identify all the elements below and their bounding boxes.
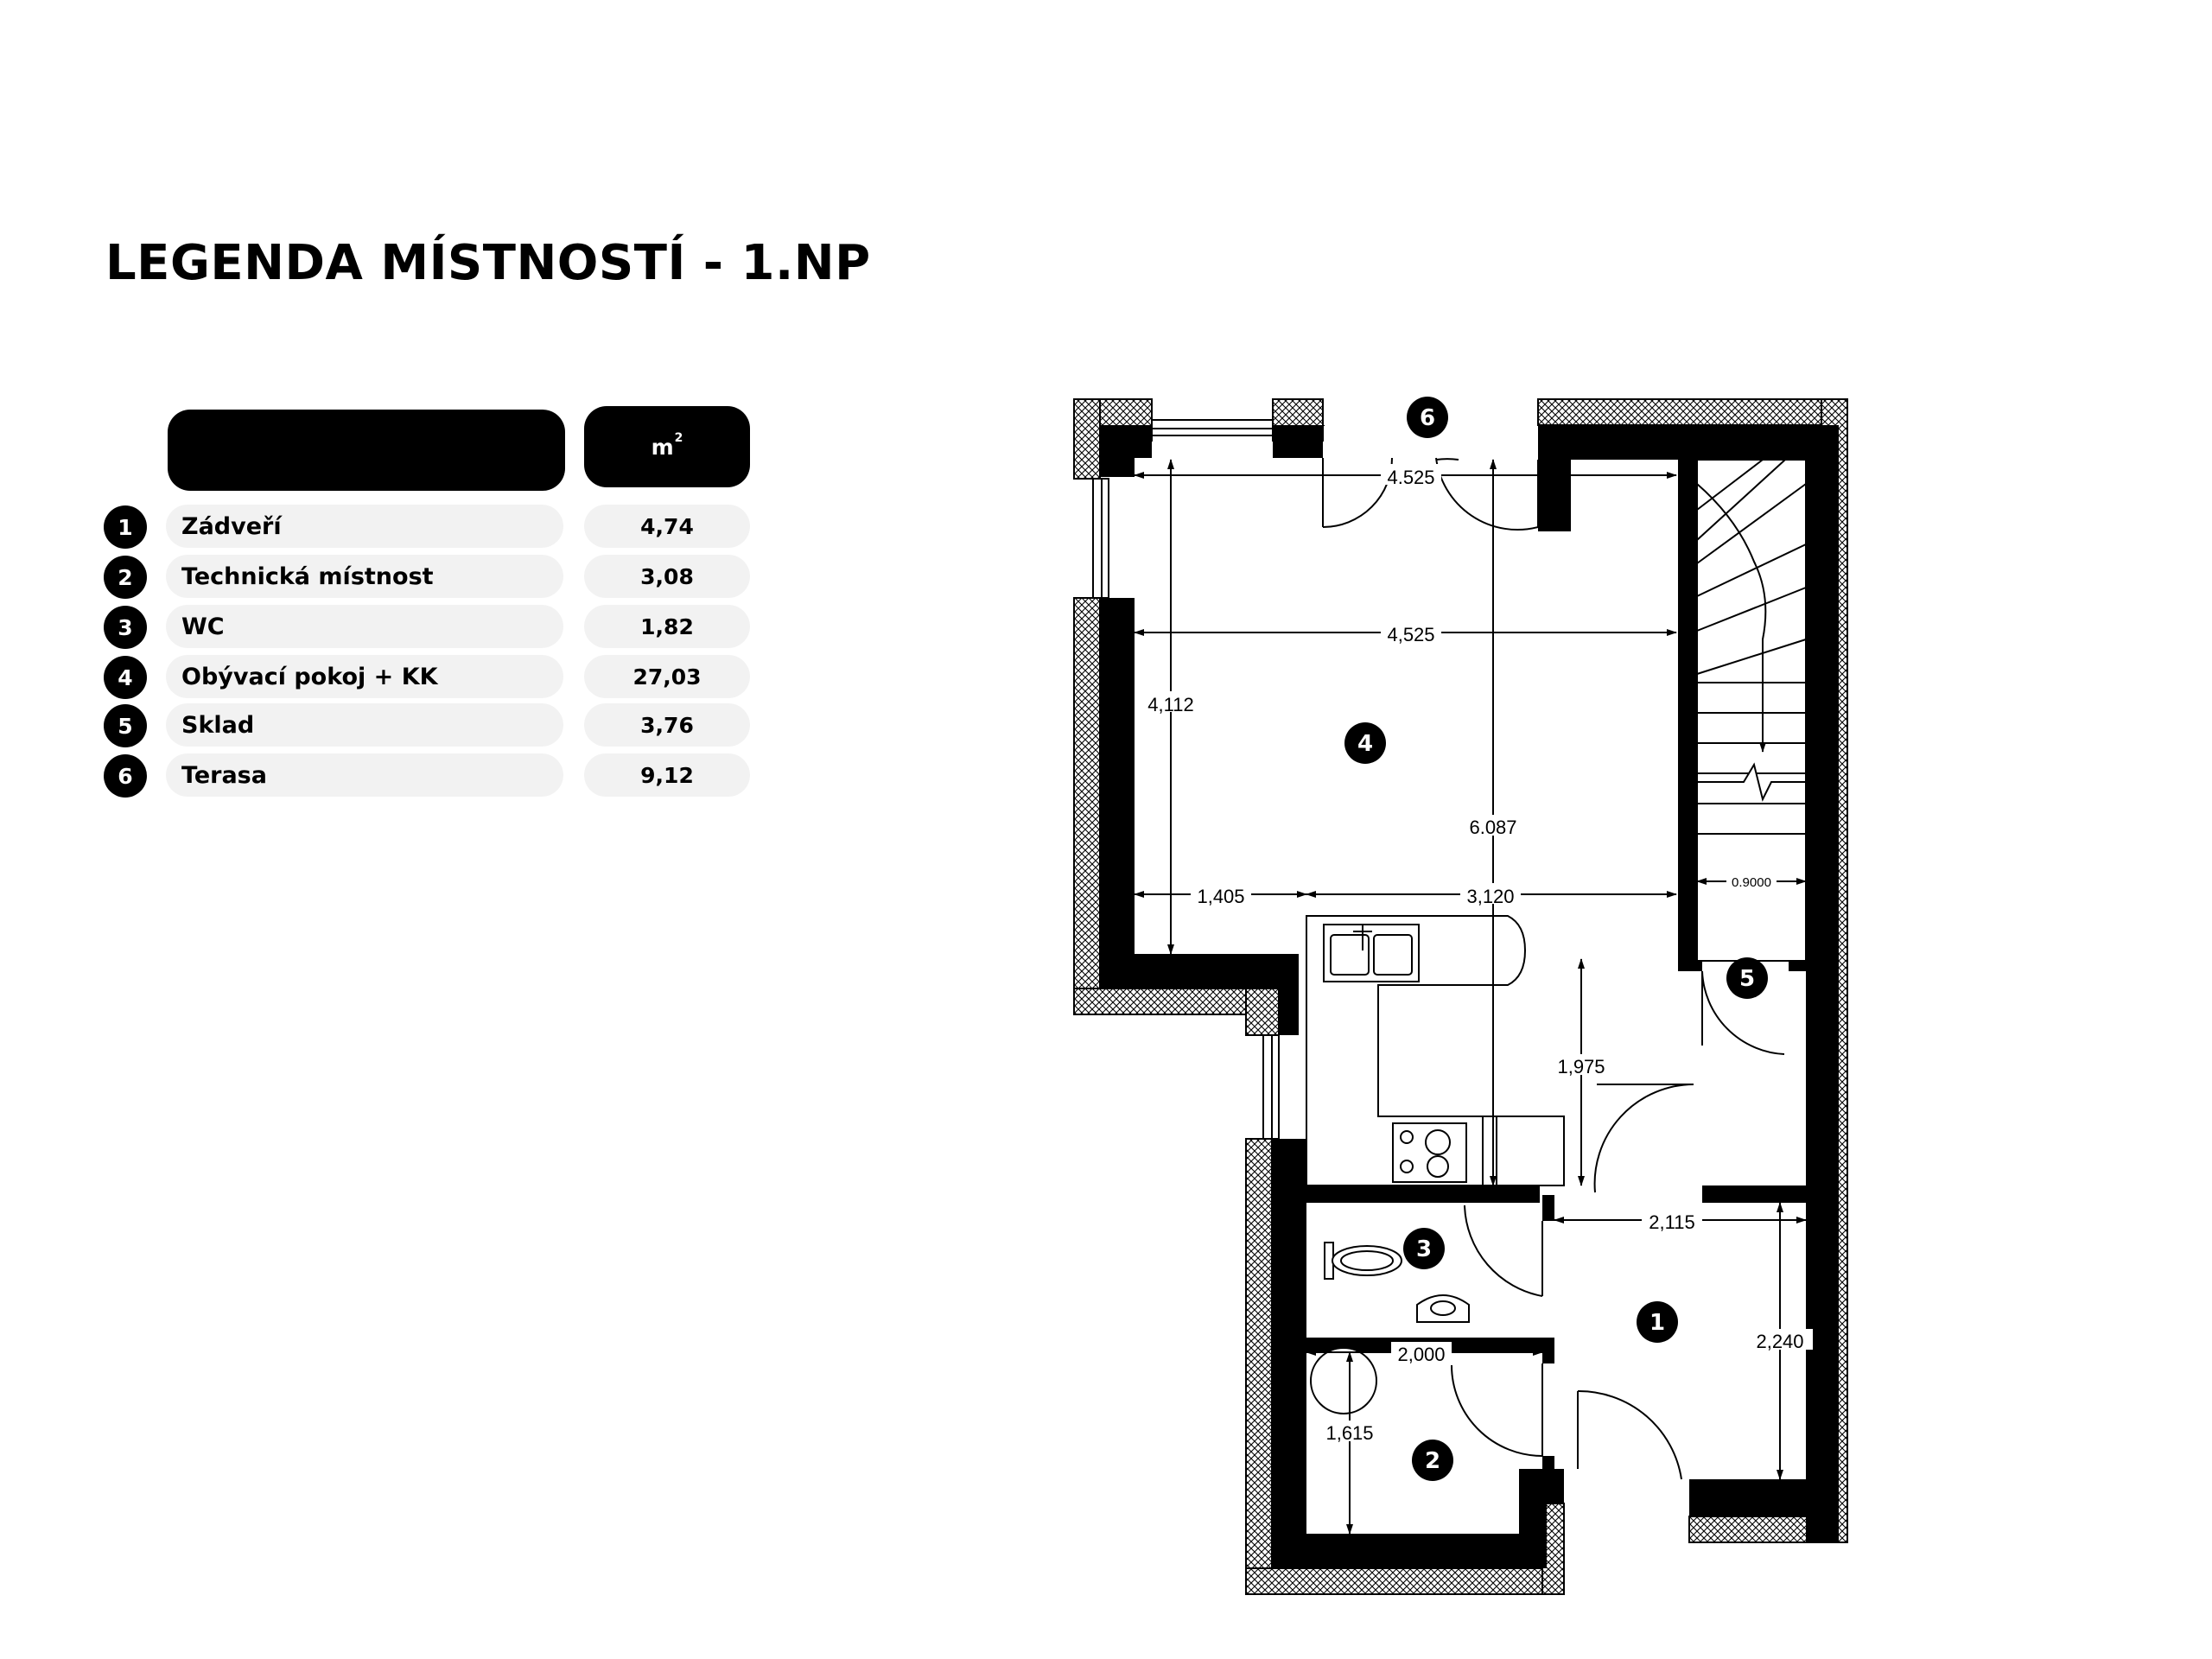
legend-row-name: Technická místnost — [166, 555, 563, 598]
page-title: LEGENDA MÍSTNOSTÍ - 1.NP — [105, 235, 871, 291]
windows — [1092, 419, 1280, 1140]
legend-row-area: 9,12 — [584, 753, 750, 797]
walls — [1100, 425, 1839, 1568]
legend-row-area: 27,03 — [584, 655, 750, 698]
legend-row: 4 Obývací pokoj + KK 27,03 — [104, 655, 752, 699]
staircase — [1696, 459, 1807, 962]
legend-row-name: WC — [166, 605, 563, 648]
legend-row-area: 4,74 — [584, 505, 750, 548]
legend-row-number: 5 — [104, 704, 147, 747]
room-marker-3: 3 — [1403, 1228, 1445, 1269]
legend-header-name — [168, 410, 565, 491]
legend-row-number: 4 — [104, 656, 147, 699]
legend-row-name: Obývací pokoj + KK — [166, 655, 563, 698]
dim-living-depth: 4,112 — [1147, 694, 1193, 715]
dimension-labels: 4.525 4,525 4,112 6.087 1,405 3,120 0.90… — [1142, 464, 1813, 1444]
legend-row-number: 3 — [104, 606, 147, 649]
legend-row-number: 6 — [104, 754, 147, 798]
dim-overall-depth: 6.087 — [1469, 817, 1516, 838]
dim-kitchen-depth: 1,975 — [1557, 1056, 1605, 1077]
dim-tech-depth: 1,615 — [1325, 1422, 1373, 1444]
legend-row: 3 WC 1,82 — [104, 605, 752, 649]
legend-row-area: 3,76 — [584, 703, 750, 747]
dim-tech-width: 2,000 — [1397, 1344, 1445, 1365]
svg-text:1: 1 — [1649, 1310, 1665, 1336]
room-marker-6: 6 — [1407, 397, 1448, 438]
room-marker-5: 5 — [1726, 957, 1768, 999]
room-marker-4: 4 — [1344, 722, 1386, 764]
legend-row-number: 1 — [104, 505, 147, 549]
dim-top-width: 4.525 — [1387, 467, 1434, 488]
svg-text:2: 2 — [1425, 1448, 1440, 1474]
legend-row-name: Sklad — [166, 703, 563, 747]
wc-fixtures — [1310, 1242, 1470, 1414]
svg-text:6: 6 — [1420, 405, 1435, 431]
legend-row-area: 1,82 — [584, 605, 750, 648]
svg-text:4: 4 — [1357, 731, 1373, 757]
exterior-insulation — [1073, 398, 1848, 1595]
svg-text:3: 3 — [1416, 1236, 1432, 1262]
legend-row: 5 Sklad 3,76 — [104, 703, 752, 747]
room-marker-2: 2 — [1412, 1440, 1453, 1481]
svg-text:5: 5 — [1739, 966, 1755, 992]
legend-row-number: 2 — [104, 556, 147, 599]
dim-right-segment: 3,120 — [1466, 886, 1514, 907]
legend-row: 6 Terasa 9,12 — [104, 753, 752, 798]
room-marker-1: 1 — [1637, 1301, 1678, 1343]
legend-row: 1 Zádveří 4,74 — [104, 505, 752, 549]
legend-row: 2 Technická místnost 3,08 — [104, 555, 752, 599]
dim-stair-width: 0.9000 — [1732, 875, 1771, 890]
legend-row-name: Zádveří — [166, 505, 563, 548]
dim-entry-width: 2,115 — [1649, 1211, 1694, 1233]
dim-left-segment: 1,405 — [1197, 886, 1244, 907]
area-unit-exponent: 2 — [674, 431, 683, 445]
kitchen — [1306, 915, 1565, 1186]
dim-entry-depth: 2,240 — [1756, 1331, 1803, 1352]
dim-living-width: 4,525 — [1387, 624, 1434, 645]
legend-row-area: 3,08 — [584, 555, 750, 598]
area-unit: m — [651, 434, 674, 460]
room-markers: 1 2 3 4 5 6 — [1344, 397, 1768, 1481]
legend-row-name: Terasa — [166, 753, 563, 797]
